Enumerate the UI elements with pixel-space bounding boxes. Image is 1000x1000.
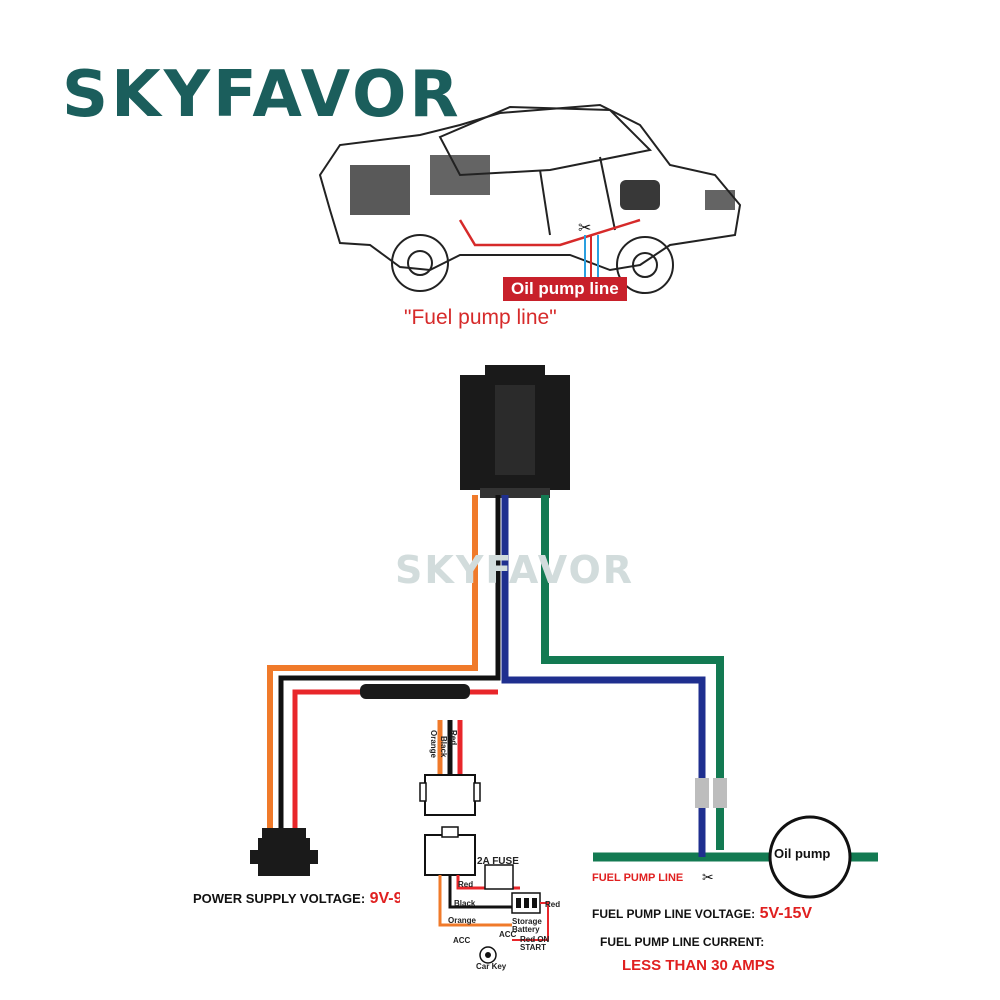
scissors-icon: ✂ (578, 220, 591, 237)
inline-fuse (360, 684, 470, 699)
blue-wire (501, 495, 706, 850)
line-current-value: LESS THAN 30 AMPS (622, 957, 775, 974)
inset-acc-1: ACC (453, 936, 471, 945)
inset-plug-bottom (424, 834, 476, 876)
inset-red-2: Red (545, 900, 561, 909)
inset-fuse-label: 2A FUSE (477, 856, 519, 867)
splice-green (713, 778, 727, 808)
orange-wire (267, 495, 478, 830)
watermark: SKYFAVOR (395, 548, 635, 592)
front-wheel (391, 234, 449, 292)
fuel-tank (620, 180, 660, 210)
oil-pump-line-label: Oil pump line (503, 277, 627, 301)
car-door-line (539, 169, 551, 236)
dashboard (430, 155, 490, 195)
inset-orange-1: Orange (448, 916, 477, 925)
inset-wire-red: Red (449, 730, 458, 746)
car-body-outline (318, 103, 742, 272)
inset-schematic (400, 715, 560, 975)
power-supply-spec: POWER SUPPLY VOLTAGE: 9V-95V (193, 890, 422, 908)
fuel-line-route (458, 218, 641, 247)
line-voltage-spec: FUEL PUMP LINE VOLTAGE: 5V-15V (592, 905, 812, 923)
power-connector (262, 828, 306, 840)
brand-logo: SKYFAVOR (62, 58, 462, 132)
inset-wire-black: Black (439, 736, 448, 758)
scissors-icon-cut: ✂ (702, 869, 714, 885)
inset-car-key: Car Key (476, 962, 507, 971)
inset-storage-battery: Storage Battery (512, 917, 542, 934)
line-voltage-label: FUEL PUMP LINE VOLTAGE: (592, 907, 756, 921)
inset-fuse (484, 864, 514, 890)
line-current-label: FUEL PUMP LINE CURRENT: (600, 935, 765, 949)
inset-wire-orange: Orange (429, 730, 438, 759)
splice-blue (695, 778, 709, 808)
car-illustration: ✂ (318, 103, 742, 295)
fuel-pump-line-label: FUEL PUMP LINE (592, 872, 684, 884)
power-supply-label: POWER SUPPLY VOLTAGE: (193, 891, 366, 906)
inset-black-1: Black (454, 899, 476, 908)
line-voltage-value: 5V-15V (759, 905, 813, 922)
oil-pump-circle (768, 815, 852, 899)
inset-red-on-start: Red ON START (520, 935, 550, 952)
inset-red-1: Red (458, 880, 474, 889)
engine-block (350, 165, 410, 215)
black-wire (278, 495, 501, 830)
oil-pump-label: Oil pump (774, 846, 831, 861)
inset-acc-2: ACC (499, 930, 517, 939)
rear-wheel (616, 236, 674, 294)
green-wire (541, 495, 724, 850)
fuel-pump-line-caption: "Fuel pump line" (404, 306, 557, 329)
inset-plug-top (424, 774, 476, 816)
